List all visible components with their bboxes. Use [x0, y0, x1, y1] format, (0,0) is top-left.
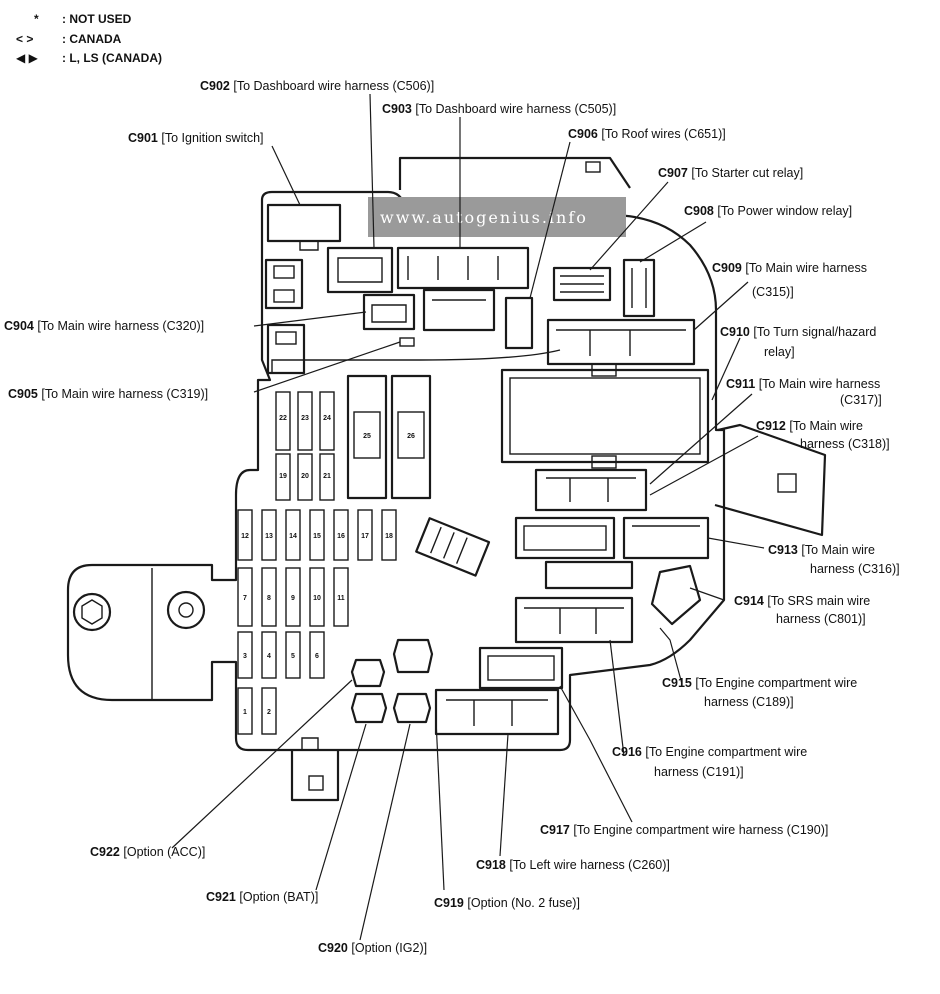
fuse-6-label: 6	[315, 653, 319, 660]
callout-c913-line2: harness (C316)]	[810, 562, 900, 576]
watermark: www.autogenius.info	[380, 208, 588, 227]
callout-c910: C910 [To Turn signal/hazard	[720, 325, 876, 339]
callout-c906: C906 [To Roof wires (C651)]	[568, 127, 726, 141]
connector-c922-shape	[350, 658, 386, 688]
legend-text-not-used: : NOT USED	[62, 12, 132, 26]
fuse-11-label: 11	[337, 595, 345, 602]
connector-c918-shape	[434, 688, 560, 736]
callout-c915: C915 [To Engine compartment wire	[662, 676, 857, 690]
connector-shapes	[264, 203, 710, 736]
fuse-5-label: 5	[291, 653, 295, 660]
connector-c903-shape	[396, 246, 530, 290]
fuse-21-label: 21	[323, 473, 331, 480]
connector-c911-shape	[534, 468, 648, 512]
fuse-23-label: 23	[301, 415, 309, 422]
callout-c922: C922 [Option (ACC)]	[90, 845, 205, 859]
connector-left-upper-shape	[264, 258, 304, 310]
callout-c911-line2: (C317)]	[840, 393, 882, 407]
legend: * : NOT USED < > : CANADA ◀ ▶ : L, LS (C…	[16, 12, 162, 65]
connector-c920-shape	[392, 692, 432, 724]
callout-c902: C902 [To Dashboard wire harness (C506)]	[200, 79, 434, 93]
leader-lines	[171, 93, 765, 941]
fuse-25-housing	[346, 374, 388, 500]
legend-symbol-l-ls-canada: ◀ ▶	[16, 51, 39, 65]
callout-c909-line2: (C315)]	[752, 285, 794, 299]
connector-small-tall-shape	[504, 296, 534, 350]
callout-c919: C919 [Option (No. 2 fuse)]	[434, 896, 580, 910]
fuse-3-label: 3	[243, 653, 247, 660]
callout-c916-line2: harness (C191)]	[654, 765, 744, 779]
callout-c901: C901 [To Ignition switch]	[128, 131, 264, 145]
callout-c911: C911 [To Main wire harness	[726, 377, 880, 391]
connector-c910-shape	[500, 368, 710, 464]
callout-c910-line2: relay]	[764, 345, 795, 359]
callout-c915-line2: harness (C189)]	[704, 695, 794, 709]
callout-c908: C908 [To Power window relay]	[684, 204, 852, 218]
callout-c913: C913 [To Main wire	[768, 543, 875, 557]
connector-c913-shape	[622, 516, 710, 560]
fuse-2-label: 2	[267, 709, 271, 716]
fuse-25-label: 25	[363, 433, 371, 440]
callout-c917: C917 [To Engine compartment wire harness…	[540, 823, 828, 837]
callout-c921: C921 [Option (BAT)]	[206, 890, 318, 904]
legend-text-canada: : CANADA	[62, 32, 122, 46]
fuse-26-housing	[390, 374, 432, 500]
fuse-10-label: 10	[313, 595, 321, 602]
callout-c918: C918 [To Left wire harness (C260)]	[476, 858, 670, 872]
callout-c916: C916 [To Engine compartment wire	[612, 745, 807, 759]
fuse-24-label: 24	[323, 415, 331, 422]
callout-c912: C912 [To Main wire	[756, 419, 863, 433]
connector-c908-shape	[622, 258, 656, 318]
fuse-14-label: 14	[289, 533, 297, 540]
fuse-4-label: 4	[267, 653, 271, 660]
connector-c902-shape	[326, 246, 394, 294]
connector-c909-shape	[546, 318, 696, 366]
callouts: C901 [To Ignition switch] C902 [To Dashb…	[4, 79, 900, 955]
fuse-16-label: 16	[337, 533, 345, 540]
watermark-band	[368, 197, 626, 237]
callout-c903: C903 [To Dashboard wire harness (C505)]	[382, 102, 616, 116]
legend-text-l-ls-canada: : L, LS (CANADA)	[62, 51, 162, 65]
callout-c904: C904 [To Main wire harness (C320)]	[4, 319, 204, 333]
callout-c920: C920 [Option (IG2)]	[318, 941, 427, 955]
fuse-17-label: 17	[361, 533, 369, 540]
connector-c917-shape	[478, 646, 564, 690]
fuse-19-label: 19	[279, 473, 287, 480]
connector-c916-shape	[514, 596, 634, 644]
fuse-18-label: 18	[385, 533, 393, 540]
callout-c912-line2: harness (C318)]	[800, 437, 890, 451]
connector-center-upper-shape	[422, 288, 496, 332]
connector-c906-shape	[552, 266, 612, 302]
fuse-13-label: 13	[265, 533, 273, 540]
fuse-15-label: 15	[313, 533, 321, 540]
connector-c913-left-shape	[514, 516, 616, 560]
connector-c914-shape	[544, 560, 634, 590]
callout-c914-line2: harness (C801)]	[776, 612, 866, 626]
callout-c909: C909 [To Main wire harness	[712, 261, 867, 275]
fuse-slots: 22 23 24 19 20 21 25 26 12 13 14 15 16 1…	[237, 391, 415, 735]
connector-c921-shape	[350, 692, 388, 724]
relay-block-shape	[415, 517, 491, 577]
fuse-8-label: 8	[267, 595, 271, 602]
fuse-7-label: 7	[243, 595, 247, 602]
fuse-9-label: 9	[291, 595, 295, 602]
connector-left-lower-shape	[266, 323, 306, 375]
fuse-1-label: 1	[243, 709, 247, 716]
callout-c914: C914 [To SRS main wire	[734, 594, 870, 608]
fuse-12-label: 12	[241, 533, 249, 540]
connector-c901-shape	[266, 203, 342, 243]
legend-symbol-not-used: *	[34, 12, 39, 26]
callout-c907: C907 [To Starter cut relay]	[658, 166, 803, 180]
connector-c919-shape	[392, 638, 434, 674]
fuse-22-label: 22	[279, 415, 287, 422]
legend-symbol-canada: < >	[16, 32, 33, 46]
fuse-26-label: 26	[407, 433, 415, 440]
callout-c905: C905 [To Main wire harness (C319)]	[8, 387, 208, 401]
fuse-20-label: 20	[301, 473, 309, 480]
connector-c905-shape	[399, 337, 415, 347]
